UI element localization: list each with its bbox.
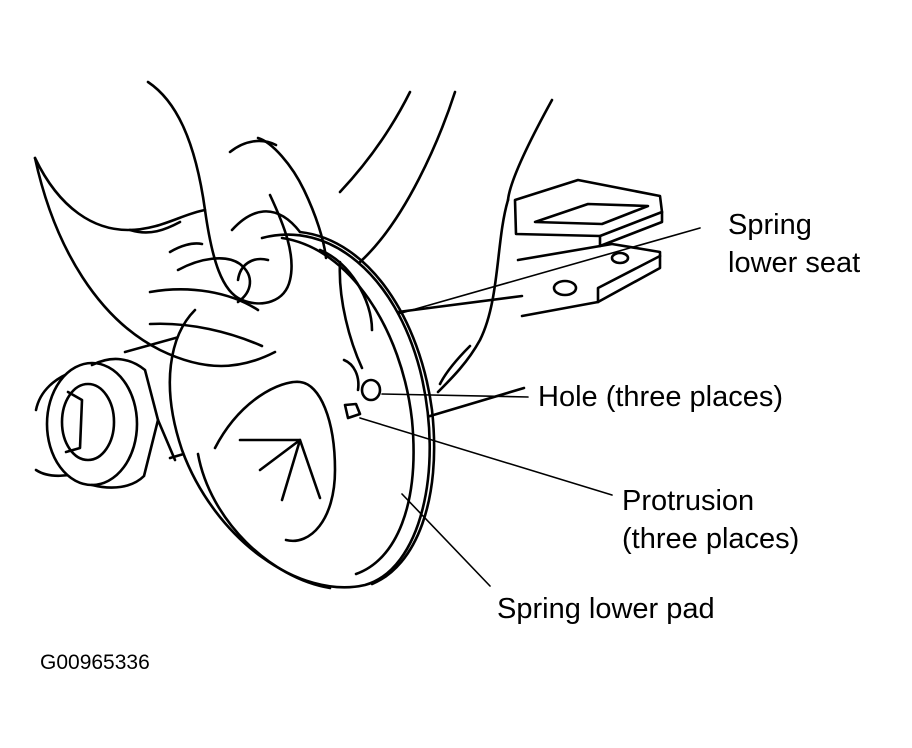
hole-label: Hole (three places)	[538, 381, 783, 413]
leader-spring-lower-pad	[401, 493, 491, 587]
spring-lower-seat-label-line1: Spring	[728, 209, 812, 241]
leader-hole	[381, 393, 529, 398]
leader-spring-lower-seat	[397, 227, 701, 315]
protrusion-label: Protrusion (three places)	[622, 482, 799, 558]
leader-lines	[359, 227, 701, 587]
spring-lower-seat-label-line2: lower seat	[728, 247, 861, 279]
spring-lower-seat-label: Spring lower seat	[728, 206, 860, 282]
spring-lower-pad-label: Spring lower pad	[497, 593, 715, 625]
figure-code: G00965336	[40, 651, 150, 674]
protrusion-label-line2: (three places)	[622, 523, 800, 555]
shaft-end-collar	[45, 357, 177, 489]
right-hand	[338, 90, 554, 394]
spring-lower-pad	[168, 210, 436, 590]
protrusion-label-line1: Protrusion	[622, 485, 755, 517]
spring-seat-bracket	[513, 178, 664, 318]
leader-protrusion	[359, 417, 613, 496]
left-hand	[33, 80, 328, 368]
